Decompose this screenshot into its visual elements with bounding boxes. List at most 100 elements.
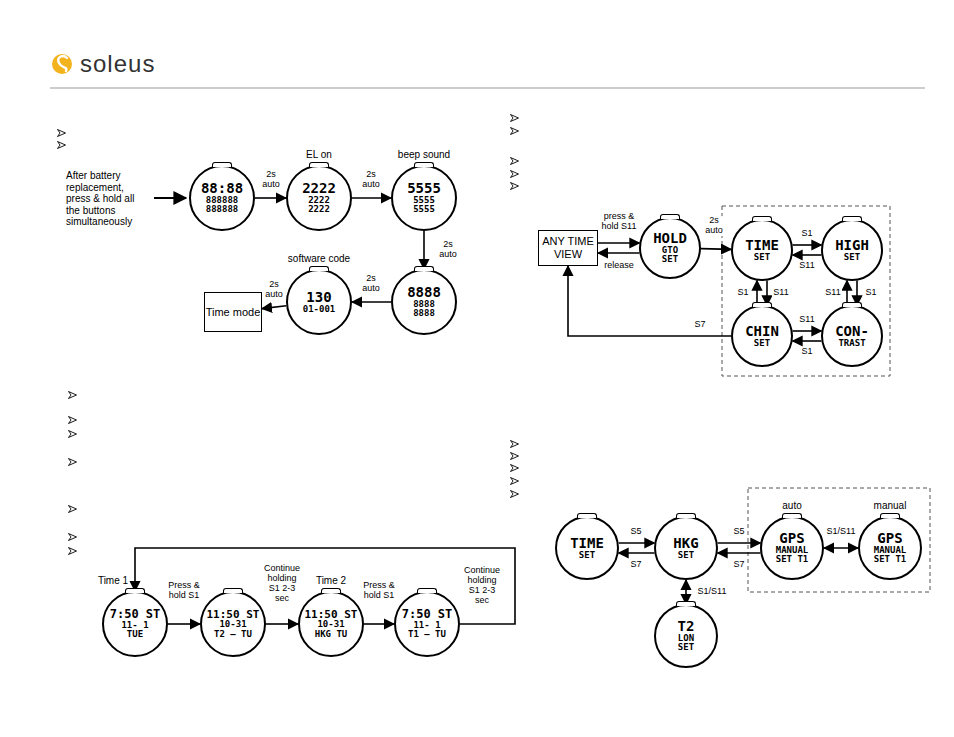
watch-display: 11:50 ST10-31T2 — TU bbox=[200, 591, 266, 657]
lcd-text: GPS bbox=[779, 531, 804, 546]
transition-arrow bbox=[701, 248, 731, 250]
lcd-text: GTO bbox=[662, 246, 678, 255]
transition-arrow bbox=[598, 252, 639, 254]
watch-display: Time 211:50 ST10-31HKG TU bbox=[298, 591, 364, 657]
lcd-text: 888888 bbox=[206, 196, 239, 205]
transition-arrow bbox=[423, 231, 425, 269]
display-heading: manual bbox=[874, 500, 907, 511]
button-label: S1 bbox=[735, 288, 751, 298]
bullet-marks bbox=[58, 115, 519, 555]
display-heading: Time 1 bbox=[98, 575, 128, 586]
lcd-text: SET bbox=[662, 255, 678, 264]
button-label: 2s auto bbox=[262, 280, 286, 300]
lcd-text: TRAST bbox=[838, 339, 865, 348]
lcd-text: MANUAL bbox=[874, 546, 907, 555]
transition-arrow bbox=[598, 242, 639, 244]
button-label: S1 bbox=[799, 229, 815, 239]
header-rule bbox=[50, 88, 925, 89]
button-label: Continue holding S1 2-3 sec bbox=[261, 564, 303, 604]
lcd-text: 11- 1 bbox=[413, 621, 440, 630]
watch-display: HIGHSET bbox=[821, 219, 883, 281]
dashed-group bbox=[748, 488, 930, 592]
transition-arrow bbox=[718, 542, 761, 544]
button-label: 2s auto bbox=[358, 170, 384, 190]
lcd-text: 8888 bbox=[407, 285, 441, 300]
button-label: S1/S11 bbox=[825, 527, 857, 537]
lcd-text: SET bbox=[579, 551, 595, 560]
transition-arrow bbox=[568, 266, 731, 336]
button-label: S1/S11 bbox=[696, 587, 728, 597]
lcd-text: T2 bbox=[678, 619, 695, 634]
button-label: S1 bbox=[799, 347, 815, 357]
lcd-text: 10-31 bbox=[317, 620, 344, 629]
watch-display: CHINSET bbox=[731, 305, 793, 367]
lcd-text: 8888 bbox=[413, 309, 435, 318]
watch-display: Time 17:50 ST11- 1TUE bbox=[102, 591, 168, 657]
lcd-text: LON bbox=[678, 634, 694, 643]
button-label: S11 bbox=[824, 288, 842, 298]
transition-arrow bbox=[266, 623, 298, 625]
lcd-text: 7:50 ST bbox=[402, 608, 453, 621]
transition-arrow bbox=[793, 254, 822, 256]
display-heading: auto bbox=[782, 500, 801, 511]
lcd-text: 11:50 ST bbox=[305, 609, 358, 621]
lcd-text: HKG bbox=[673, 536, 698, 551]
lcd-text: 888888 bbox=[206, 205, 239, 214]
watch-display: 88:88888888888888 bbox=[189, 165, 255, 231]
button-label: S11 bbox=[772, 288, 790, 298]
watch-display: 7:50 ST11- 1T1 — TU bbox=[394, 591, 460, 657]
button-label: Press & hold S1 bbox=[164, 581, 204, 601]
brand-name: soleus bbox=[80, 50, 200, 78]
transition-arrow bbox=[168, 623, 200, 625]
watch-display: 888888888888 bbox=[391, 269, 457, 335]
lcd-text: SET bbox=[844, 253, 860, 262]
button-label: S5 bbox=[628, 527, 644, 537]
transition-arrow bbox=[352, 301, 391, 303]
lcd-text: CHIN bbox=[745, 324, 779, 339]
lcd-text: MANUAL bbox=[776, 546, 809, 555]
mode-box: ANY TIME VIEW bbox=[538, 230, 598, 266]
lcd-text: SET bbox=[754, 339, 770, 348]
button-label: S11 bbox=[798, 261, 816, 271]
button-label: press & hold S11 bbox=[599, 212, 639, 232]
lcd-text: 5555 bbox=[413, 205, 435, 214]
lcd-text: SET bbox=[678, 643, 694, 652]
watch-display: HOLDGTOSET bbox=[639, 217, 701, 279]
lcd-text: TIME bbox=[745, 238, 779, 253]
button-label: S7 bbox=[731, 560, 747, 570]
button-label: S7 bbox=[628, 560, 644, 570]
button-label: S1 bbox=[863, 288, 879, 298]
box-text: ANY TIME VIEW bbox=[539, 235, 597, 260]
lcd-text: TIME bbox=[570, 536, 604, 551]
lcd-text: 5555 bbox=[407, 181, 441, 196]
watch-display: TIMESET bbox=[555, 516, 619, 580]
button-label: release bbox=[601, 261, 637, 271]
button-label: Continue holding S1 2-3 sec bbox=[461, 566, 503, 606]
lcd-text: 10-31 bbox=[219, 620, 246, 629]
mode-box: Time mode bbox=[204, 292, 262, 332]
lcd-text: 2222 bbox=[308, 205, 330, 214]
lcd-text: 01-001 bbox=[303, 305, 336, 314]
instruction-note: After battery replacement, press & hold … bbox=[66, 170, 150, 228]
lcd-text: GPS bbox=[877, 531, 902, 546]
lcd-text: CON- bbox=[835, 324, 869, 339]
lcd-text: SET bbox=[678, 551, 694, 560]
lcd-text: 88:88 bbox=[201, 181, 243, 196]
transition-arrow bbox=[793, 330, 822, 332]
button-label: 2s auto bbox=[435, 240, 461, 260]
lcd-text: 7:50 ST bbox=[110, 608, 161, 621]
transition-arrow bbox=[619, 542, 655, 544]
transition-arrow bbox=[352, 197, 391, 199]
lcd-text: T2 — TU bbox=[214, 630, 252, 639]
display-heading: Time 2 bbox=[316, 575, 346, 586]
watch-display: HKGSET bbox=[654, 516, 718, 580]
watch-display: autoGPSMANUALSET T1 bbox=[760, 516, 824, 580]
lcd-text: HKG TU bbox=[315, 630, 348, 639]
watch-display: beep sound555555555555 bbox=[391, 165, 457, 231]
transition-arrow bbox=[824, 547, 858, 549]
lcd-text: HOLD bbox=[653, 231, 687, 246]
button-label: S11 bbox=[798, 315, 816, 325]
transition-arrow bbox=[364, 623, 394, 625]
button-label: Press & hold S1 bbox=[359, 581, 399, 601]
lcd-text: T1 — TU bbox=[408, 630, 446, 639]
